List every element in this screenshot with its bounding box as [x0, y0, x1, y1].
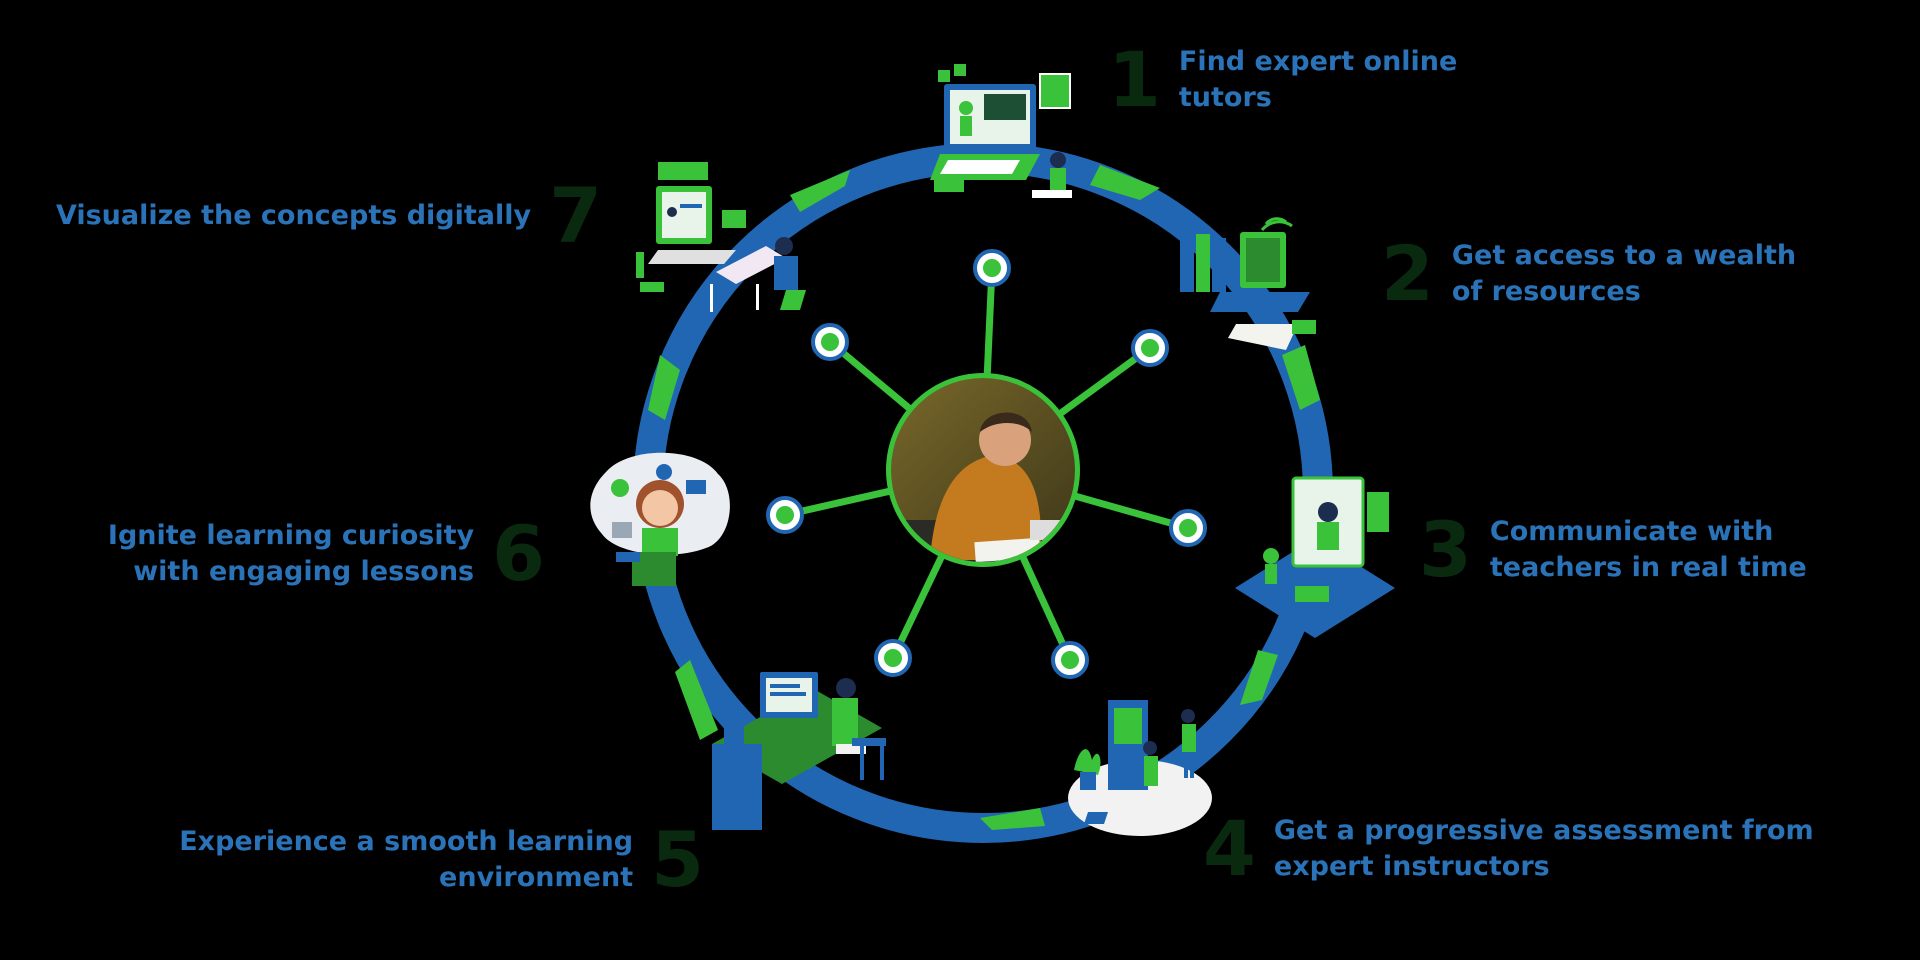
step-label: Experience a smooth learning environment	[179, 826, 634, 893]
curious-girl-illustration	[590, 452, 730, 586]
spoke-nodes	[766, 249, 1207, 679]
step-number: 3	[1419, 505, 1472, 594]
spoke-node	[973, 249, 1011, 287]
spoke-node	[1051, 641, 1089, 679]
step-number: 5	[651, 815, 704, 904]
step-7: Visualize the concepts digitally 7	[56, 178, 602, 254]
step-label: Find expert online tutors	[1178, 46, 1458, 113]
assessment-board-illustration	[1068, 700, 1212, 836]
step-6: Ignite learning curiosity with engaging …	[108, 516, 545, 592]
step-2: 2 Get access to a wealth of resources	[1381, 236, 1796, 312]
step-number: 4	[1203, 804, 1256, 893]
books-laptop-illustration	[1180, 217, 1316, 350]
center-photo	[886, 373, 1080, 567]
step-label: Communicate with teachers in real time	[1489, 516, 1807, 583]
step-number: 2	[1381, 229, 1434, 318]
spoke-node	[766, 496, 804, 534]
spoke-node	[811, 323, 849, 361]
step-1: 1 Find expert online tutors	[1108, 42, 1457, 118]
spoke-node	[874, 639, 912, 677]
step-3: 3 Communicate with teachers in real time	[1419, 512, 1807, 588]
step-number: 7	[549, 171, 602, 260]
digital-learning-desk-illustration	[636, 162, 806, 312]
step-label: Get access to a wealth of resources	[1451, 240, 1797, 307]
online-tutor-laptop-illustration	[930, 64, 1072, 198]
spoke-node	[1169, 509, 1207, 547]
step-label: Get a progressive assessment from expert…	[1273, 815, 1814, 882]
spoke-node	[1131, 329, 1169, 367]
desk-computer-illustration	[712, 672, 886, 830]
step-number: 6	[492, 509, 545, 598]
step-number: 1	[1108, 35, 1161, 124]
step-4: 4 Get a progressive assessment from expe…	[1203, 811, 1814, 887]
step-label: Ignite learning curiosity with engaging …	[107, 520, 475, 587]
video-call-illustration	[1235, 476, 1395, 638]
step-5: Experience a smooth learning environment…	[179, 822, 704, 898]
step-label: Visualize the concepts digitally	[55, 200, 532, 231]
